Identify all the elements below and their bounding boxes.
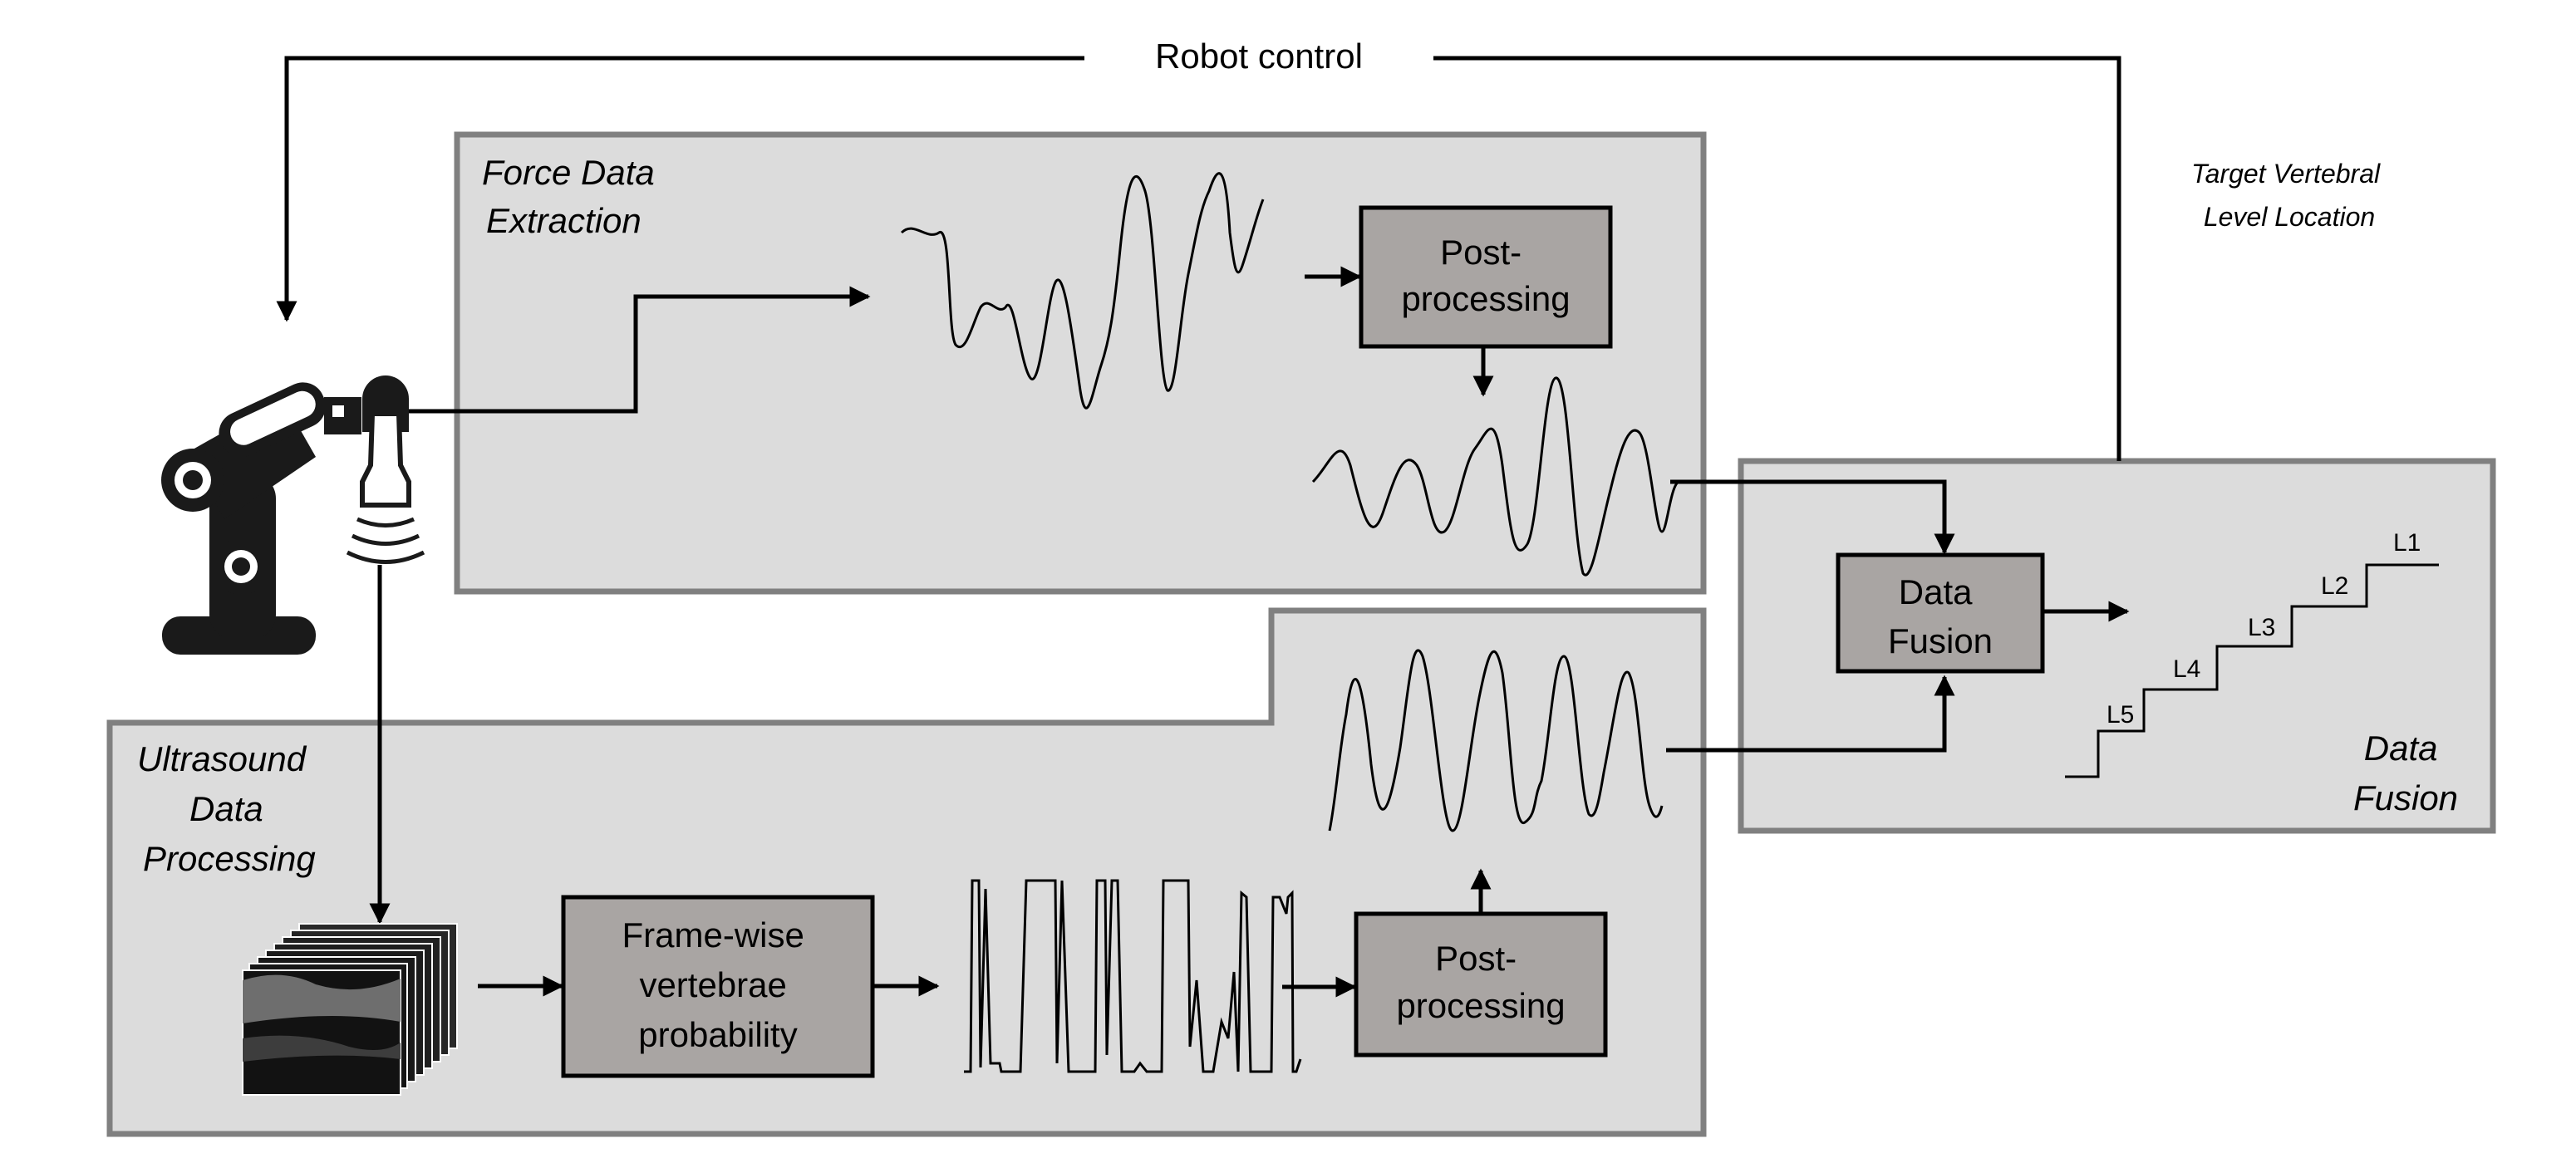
ultrasound-postprocessing-label: Post- processing [1396,939,1565,1025]
smoothed-force-signal [1311,376,1680,577]
ultrasound-section-title: Ultrasound Data Processing [137,739,316,878]
force-postprocessing-box [1359,205,1613,349]
smoothed-to-fusion-arrow [1670,479,1955,555]
framewise-probability-label: Frame-wise vertebrae probability [622,915,814,1054]
level-l2: L2 [2321,572,2348,600]
robot-control-line-right [1433,56,2121,461]
smoothed-us-to-fusion-arrow [1666,675,1955,753]
data-fusion-box [1836,552,2045,674]
robot-to-force-arrow [409,286,871,414]
level-l1: L1 [2393,529,2421,557]
robot-arm-icon [161,375,409,655]
ultrasound-panel [106,607,1707,1137]
level-l5: L5 [2107,701,2134,729]
target-level-label: Target Vertebral Level Location [2191,159,2387,232]
force-section-title: Force Data Extraction [482,153,664,240]
raw-force-signal [900,172,1265,410]
robot-control-label: Robot control [1155,37,1363,76]
ultrasound-probe-icon [346,411,425,564]
level-l4: L4 [2173,655,2200,683]
framewise-probability-box [561,895,875,1078]
vertebral-level-staircase [2065,563,2439,778]
ultrasound-frames-stack [242,923,458,1096]
fusion-section-title: Data Fusion [2353,729,2458,817]
robot-control-line [276,56,1084,322]
smoothed-ultrasound-signal [1328,649,1664,832]
level-l3: L3 [2248,614,2275,641]
force-panel [454,131,1707,595]
probability-signal [964,879,1302,1073]
data-fusion-box-label: Data Fusion [1888,572,1993,660]
ultrasound-postprocessing-box [1354,911,1608,1057]
force-postprocessing-label: Post- processing [1401,233,1570,318]
